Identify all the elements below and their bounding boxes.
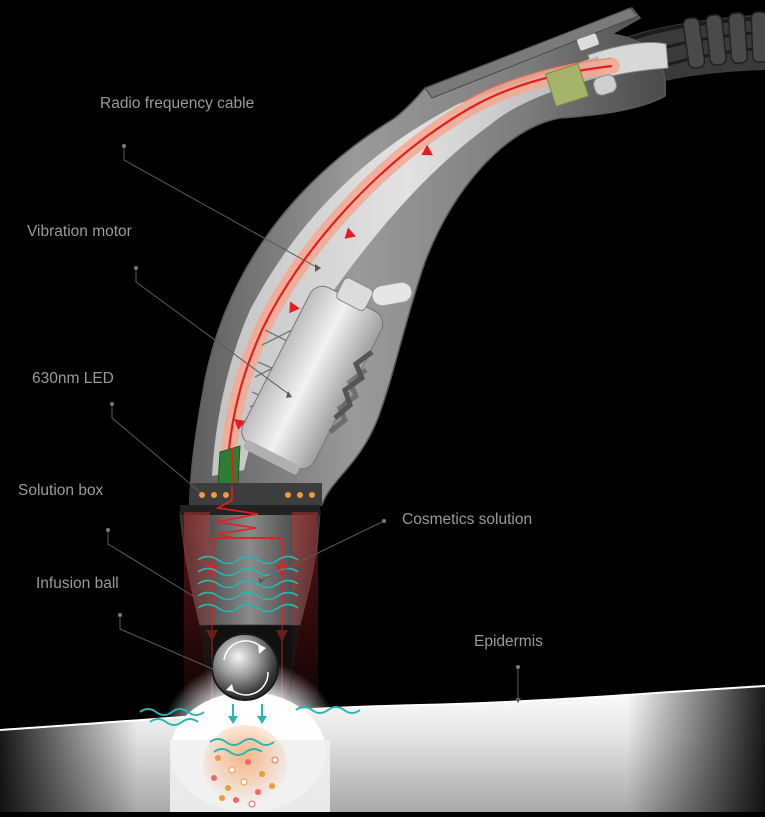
- label-epidermis: Epidermis: [474, 633, 543, 650]
- vibration-motor: [241, 277, 384, 475]
- label-630nm-led: 630nm LED: [32, 370, 114, 387]
- infusion-ball: [211, 633, 279, 701]
- rf-arrows: [234, 144, 433, 430]
- led-array: [199, 492, 315, 498]
- label-cosmetics-solution: Cosmetics solution: [402, 511, 533, 528]
- led-630nm: [217, 445, 241, 485]
- leader-lines: [107, 146, 519, 700]
- absorbed-particles: [211, 755, 279, 808]
- surface-waves: [139, 706, 361, 756]
- cable-connector: [544, 62, 590, 108]
- label-solution-box: Solution box: [18, 482, 104, 499]
- label-infusion-ball: Infusion ball: [36, 575, 119, 592]
- label-radio-frequency-cable: Radio frequency cable: [100, 95, 255, 112]
- rf-signal-path: [226, 64, 613, 461]
- label-vibration-motor: Vibration motor: [27, 223, 132, 240]
